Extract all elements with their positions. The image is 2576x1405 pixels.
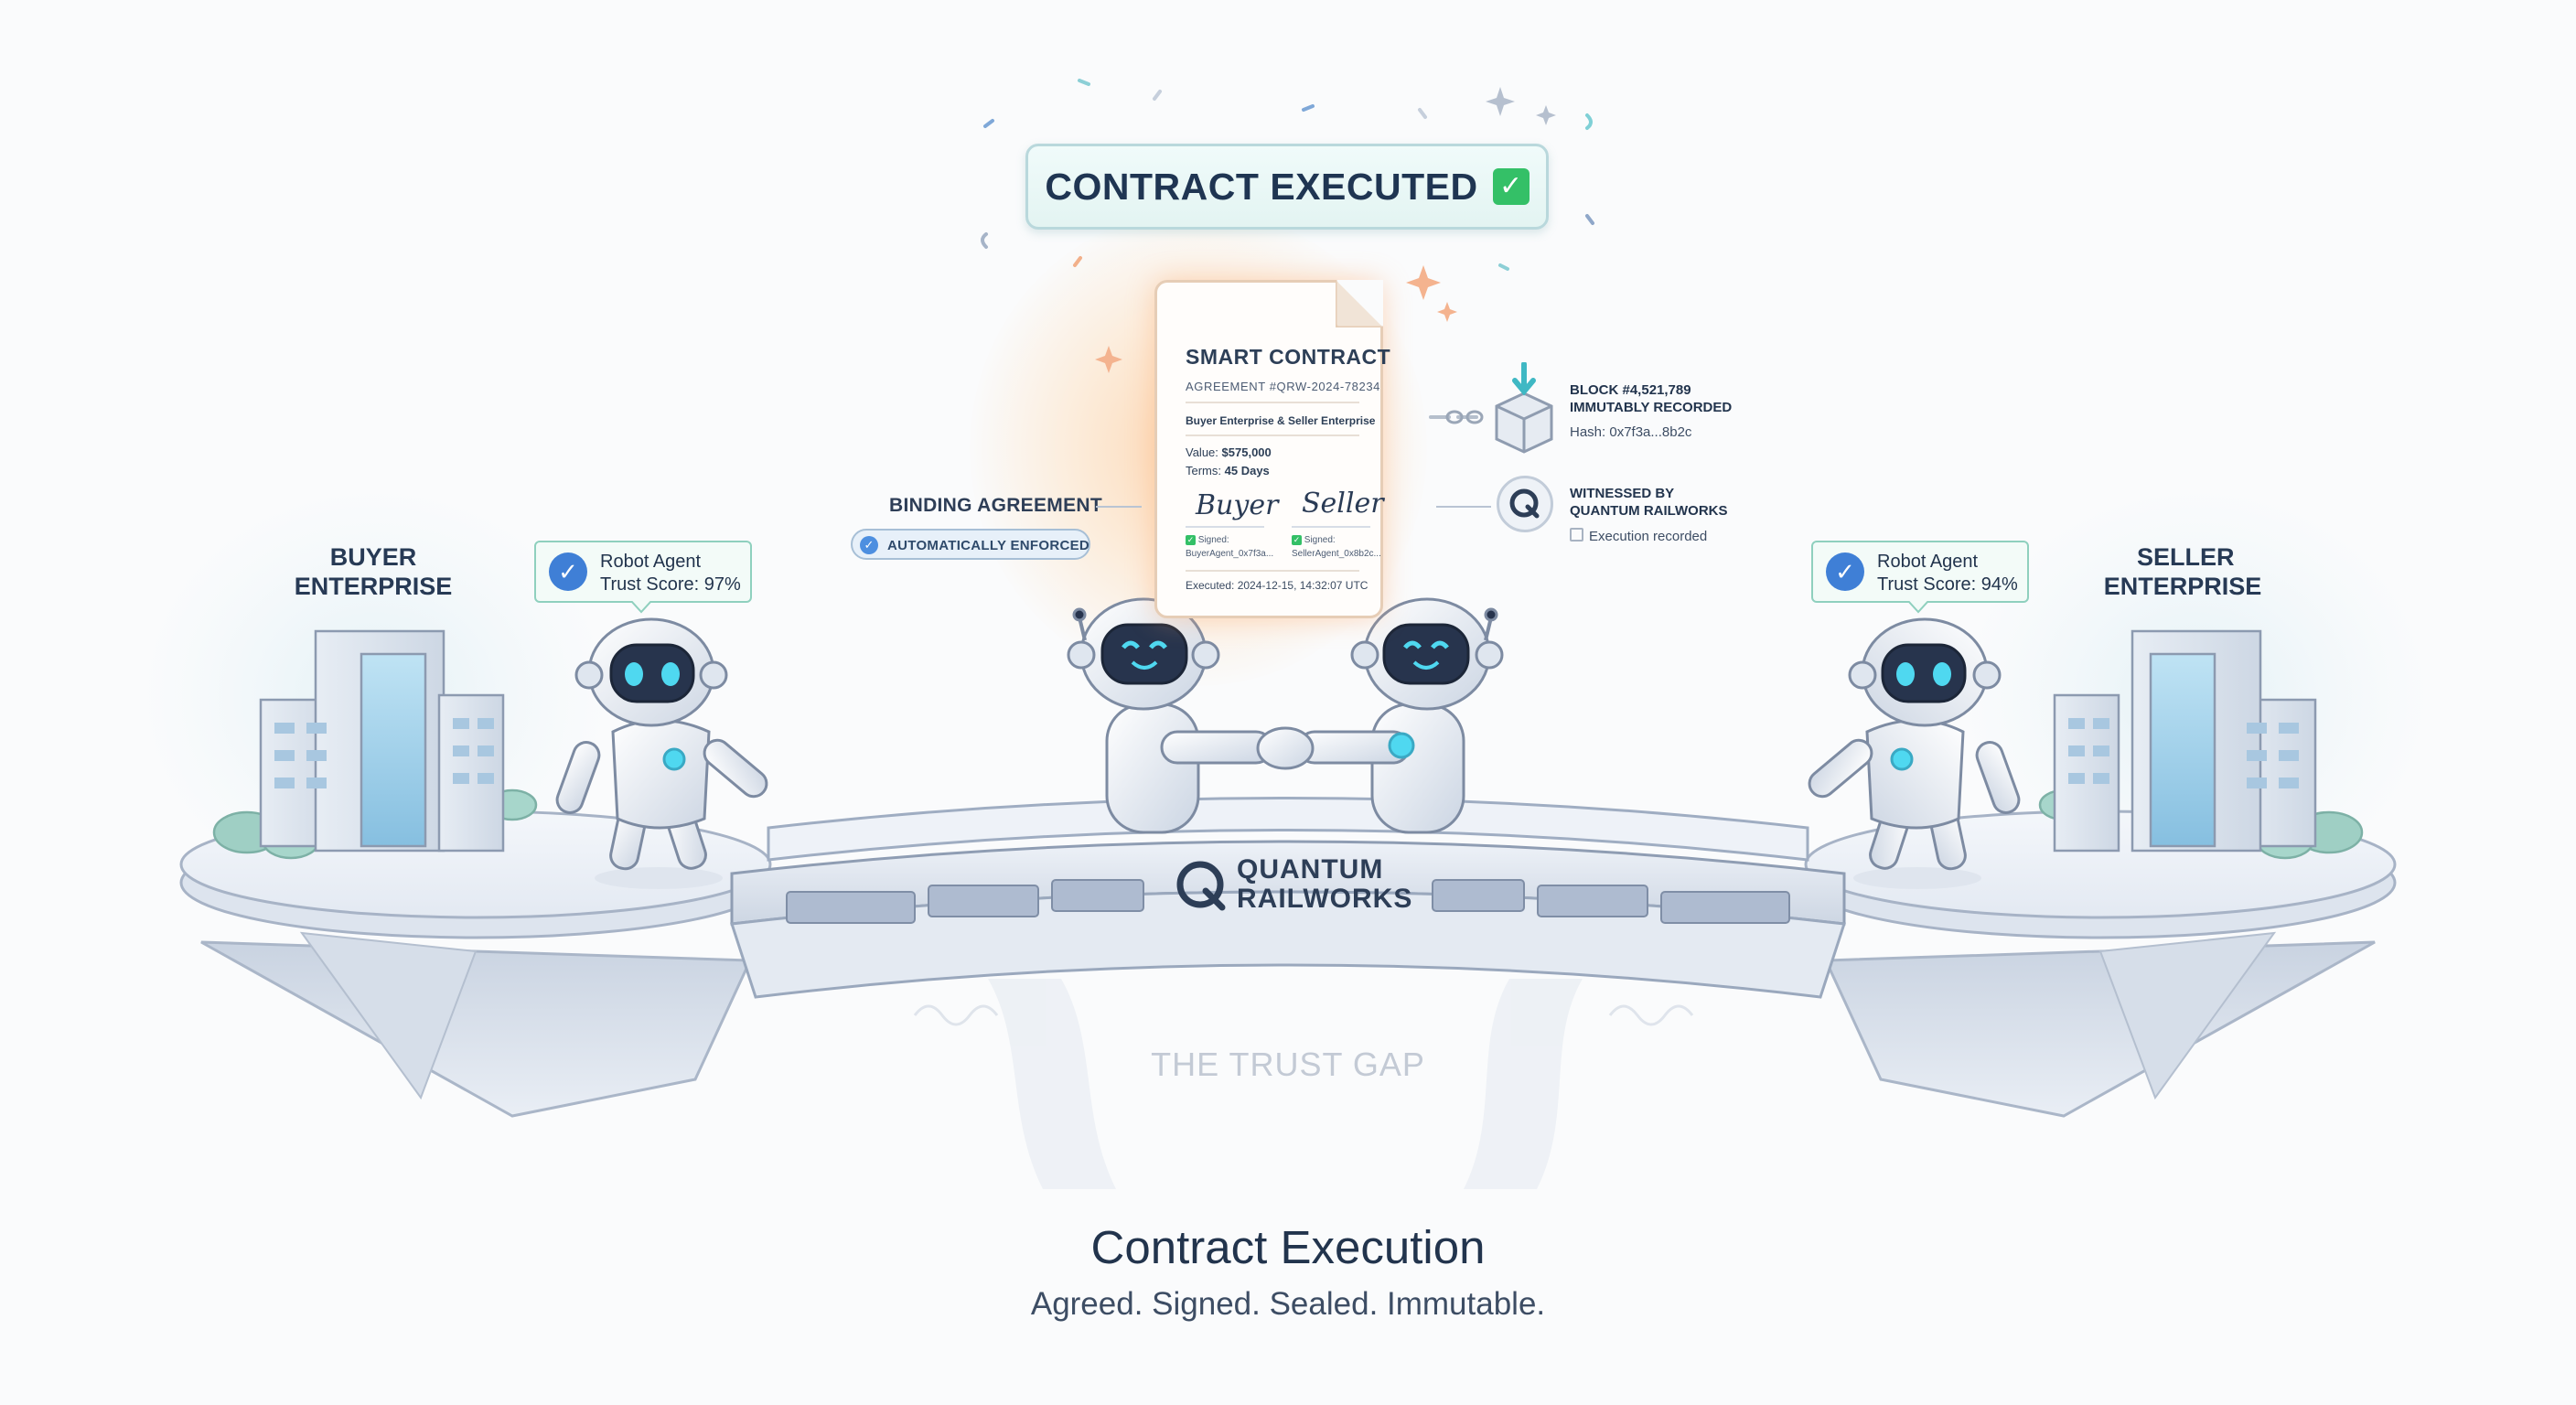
seller-signed-by: SellerAgent_0x8b2c... xyxy=(1292,549,1381,559)
seller-verified-icon: ✓ xyxy=(1826,552,1864,591)
seller-trust-score: Trust Score: 94% xyxy=(1877,574,2018,595)
execution-recorded-checkbox-icon xyxy=(1570,528,1583,542)
buyer-signed-label: Signed: xyxy=(1197,535,1229,545)
enforced-check-icon: ✓ xyxy=(860,536,878,554)
witness-connector xyxy=(1436,506,1491,508)
contract-parties: Buyer Enterprise & Seller Enterprise xyxy=(1186,414,1376,427)
green-check-icon: ✓ xyxy=(1492,168,1530,205)
binding-agreement-title: BINDING AGREEMENT xyxy=(889,495,1102,516)
page-corner-fold-icon xyxy=(1336,280,1383,327)
binding-connector xyxy=(1096,506,1142,508)
automatically-enforced-pill: ✓ AUTOMATICALLY ENFORCED xyxy=(851,529,1090,560)
buyer-signature: Buyer xyxy=(1196,489,1279,521)
block-hash: Hash: 0x7f3a...8b2c xyxy=(1570,424,1692,440)
contract-title: SMART CONTRACT xyxy=(1186,345,1391,369)
seller-title-line1: SELLER xyxy=(2137,543,2235,571)
execution-recorded-label: Execution recorded xyxy=(1589,529,1708,544)
buyer-signed-check-icon: ✓ xyxy=(1186,535,1196,545)
buyer-agent-label: Robot Agent xyxy=(600,552,702,572)
witness-name: QUANTUM RAILWORKS xyxy=(1570,503,1728,519)
bridge-brand-line2: RAILWORKS xyxy=(1237,884,1413,914)
contract-value-row: Value: $575,000 xyxy=(1186,445,1272,459)
block-number: BLOCK #4,521,789 xyxy=(1570,382,1691,398)
buyer-title-line1: BUYER xyxy=(329,543,417,571)
executed-timestamp: Executed: 2024-12-15, 14:32:07 UTC xyxy=(1186,579,1368,592)
buyer-trust-badge: ✓ Robot Agent Trust Score: 97% xyxy=(534,541,752,614)
bridge-q-logo xyxy=(1176,861,1224,908)
seller-signature: Seller xyxy=(1302,488,1384,520)
buyer-verified-icon: ✓ xyxy=(549,552,587,591)
bridge-brand-line1: QUANTUM xyxy=(1237,854,1384,885)
buyer-trust-score: Trust Score: 97% xyxy=(600,574,741,595)
blockchain-block-icon xyxy=(1429,362,1553,454)
footer-title: Contract Execution xyxy=(1090,1221,1486,1273)
seller-signed-label: Signed: xyxy=(1304,535,1336,545)
block-immutably-recorded: IMMUTABLY RECORDED xyxy=(1570,400,1733,415)
terms-label: Terms: xyxy=(1186,464,1221,477)
seller-agent-label: Robot Agent xyxy=(1877,552,1979,572)
seller-buildings xyxy=(2038,629,2364,860)
enforced-pill-label: AUTOMATICALLY ENFORCED xyxy=(887,538,1090,553)
buyer-robot xyxy=(555,617,768,889)
buyer-buildings xyxy=(212,629,538,860)
buyer-signed-label-row: ✓ Signed: xyxy=(1186,535,1229,545)
banner-title: CONTRACT EXECUTED xyxy=(1045,165,1478,208)
seller-badge-pointer xyxy=(1908,601,1928,614)
execution-recorded-row: Execution recorded xyxy=(1570,528,1707,544)
contract-terms: 45 Days xyxy=(1224,464,1270,477)
seller-signed-check-icon: ✓ xyxy=(1292,535,1302,545)
buyer-signed-by: BuyerAgent_0x7f3a... xyxy=(1186,549,1274,559)
buyer-title-line2: ENTERPRISE xyxy=(294,573,453,600)
buyer-badge-pointer xyxy=(631,601,651,614)
seller-signed-label-row: ✓ Signed: xyxy=(1292,535,1336,545)
smart-contract-document: SMART CONTRACT AGREEMENT #QRW-2024-78234… xyxy=(1154,280,1390,618)
witnessed-by: WITNESSED BY xyxy=(1570,486,1675,501)
contract-terms-row: Terms: 45 Days xyxy=(1186,464,1270,477)
contract-executed-banner: CONTRACT EXECUTED ✓ xyxy=(1025,144,1549,230)
agreement-id: AGREEMENT #QRW-2024-78234 xyxy=(1186,380,1380,393)
seller-robot xyxy=(1808,617,2021,889)
quantum-railworks-q-icon xyxy=(1497,476,1553,532)
value-label: Value: xyxy=(1186,445,1218,459)
contract-value: $575,000 xyxy=(1221,445,1272,459)
seller-trust-badge: ✓ Robot Agent Trust Score: 94% xyxy=(1811,541,2029,614)
seller-title-line2: ENTERPRISE xyxy=(2103,573,2262,600)
footer-subtitle: Agreed. Signed. Sealed. Immutable. xyxy=(1030,1286,1546,1322)
trust-gap-label: THE TRUST GAP xyxy=(1151,1046,1425,1083)
trust-gap-chasm xyxy=(913,979,1694,1189)
